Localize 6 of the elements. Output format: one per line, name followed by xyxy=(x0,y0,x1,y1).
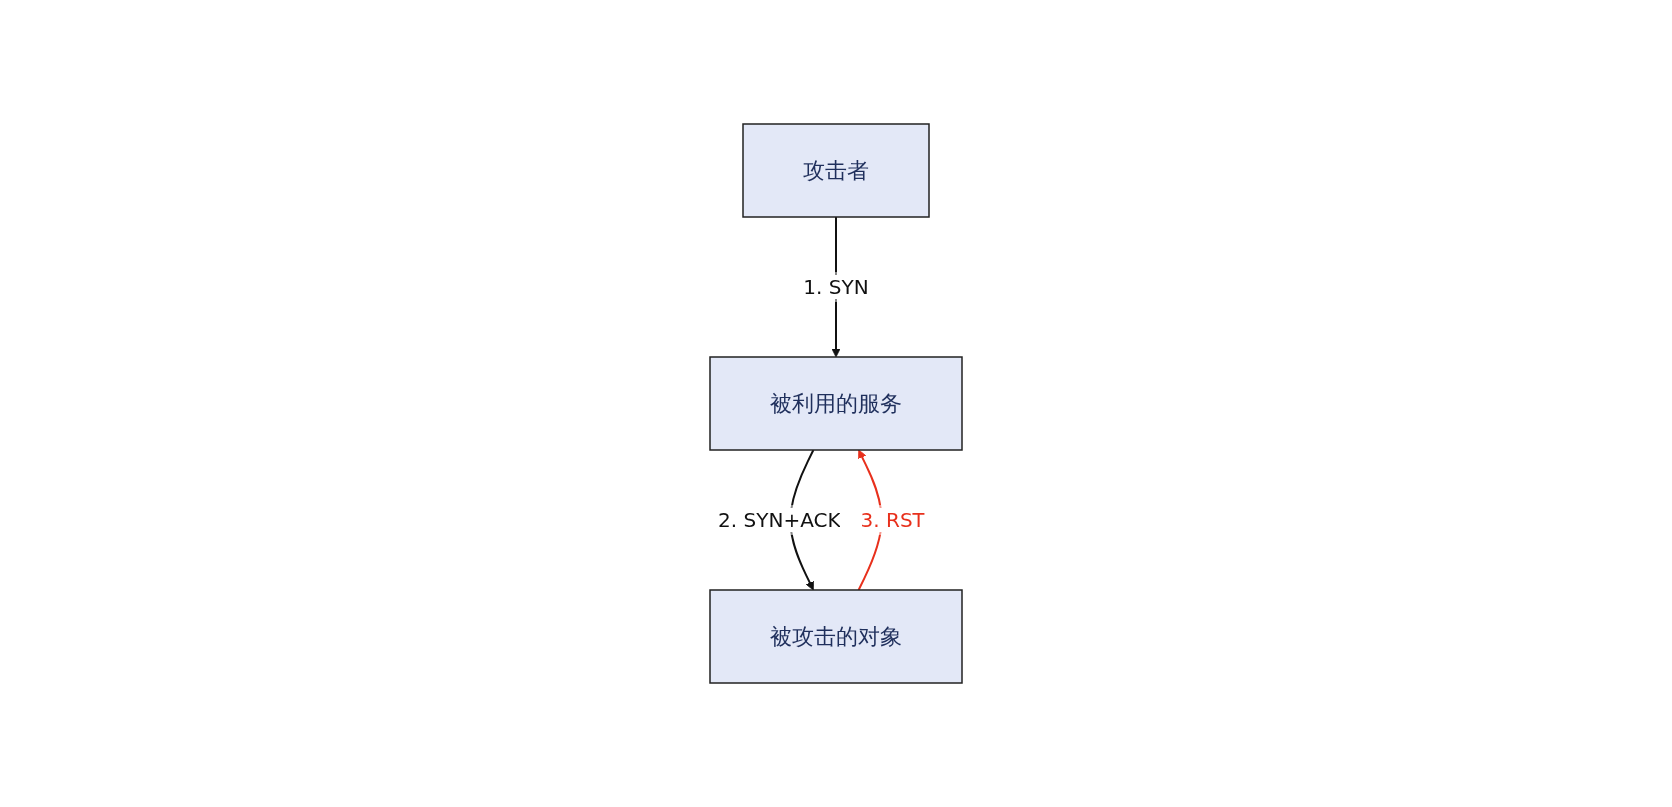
node-box: 被利用的服务 xyxy=(709,356,963,451)
edge-label: 3. RST xyxy=(860,508,925,532)
edge-label: 1. SYN xyxy=(803,275,869,299)
node-box: 攻击者 xyxy=(742,123,930,218)
node-box: 被攻击的对象 xyxy=(709,589,963,684)
edge-label: 2. SYN+ACK xyxy=(718,508,841,532)
